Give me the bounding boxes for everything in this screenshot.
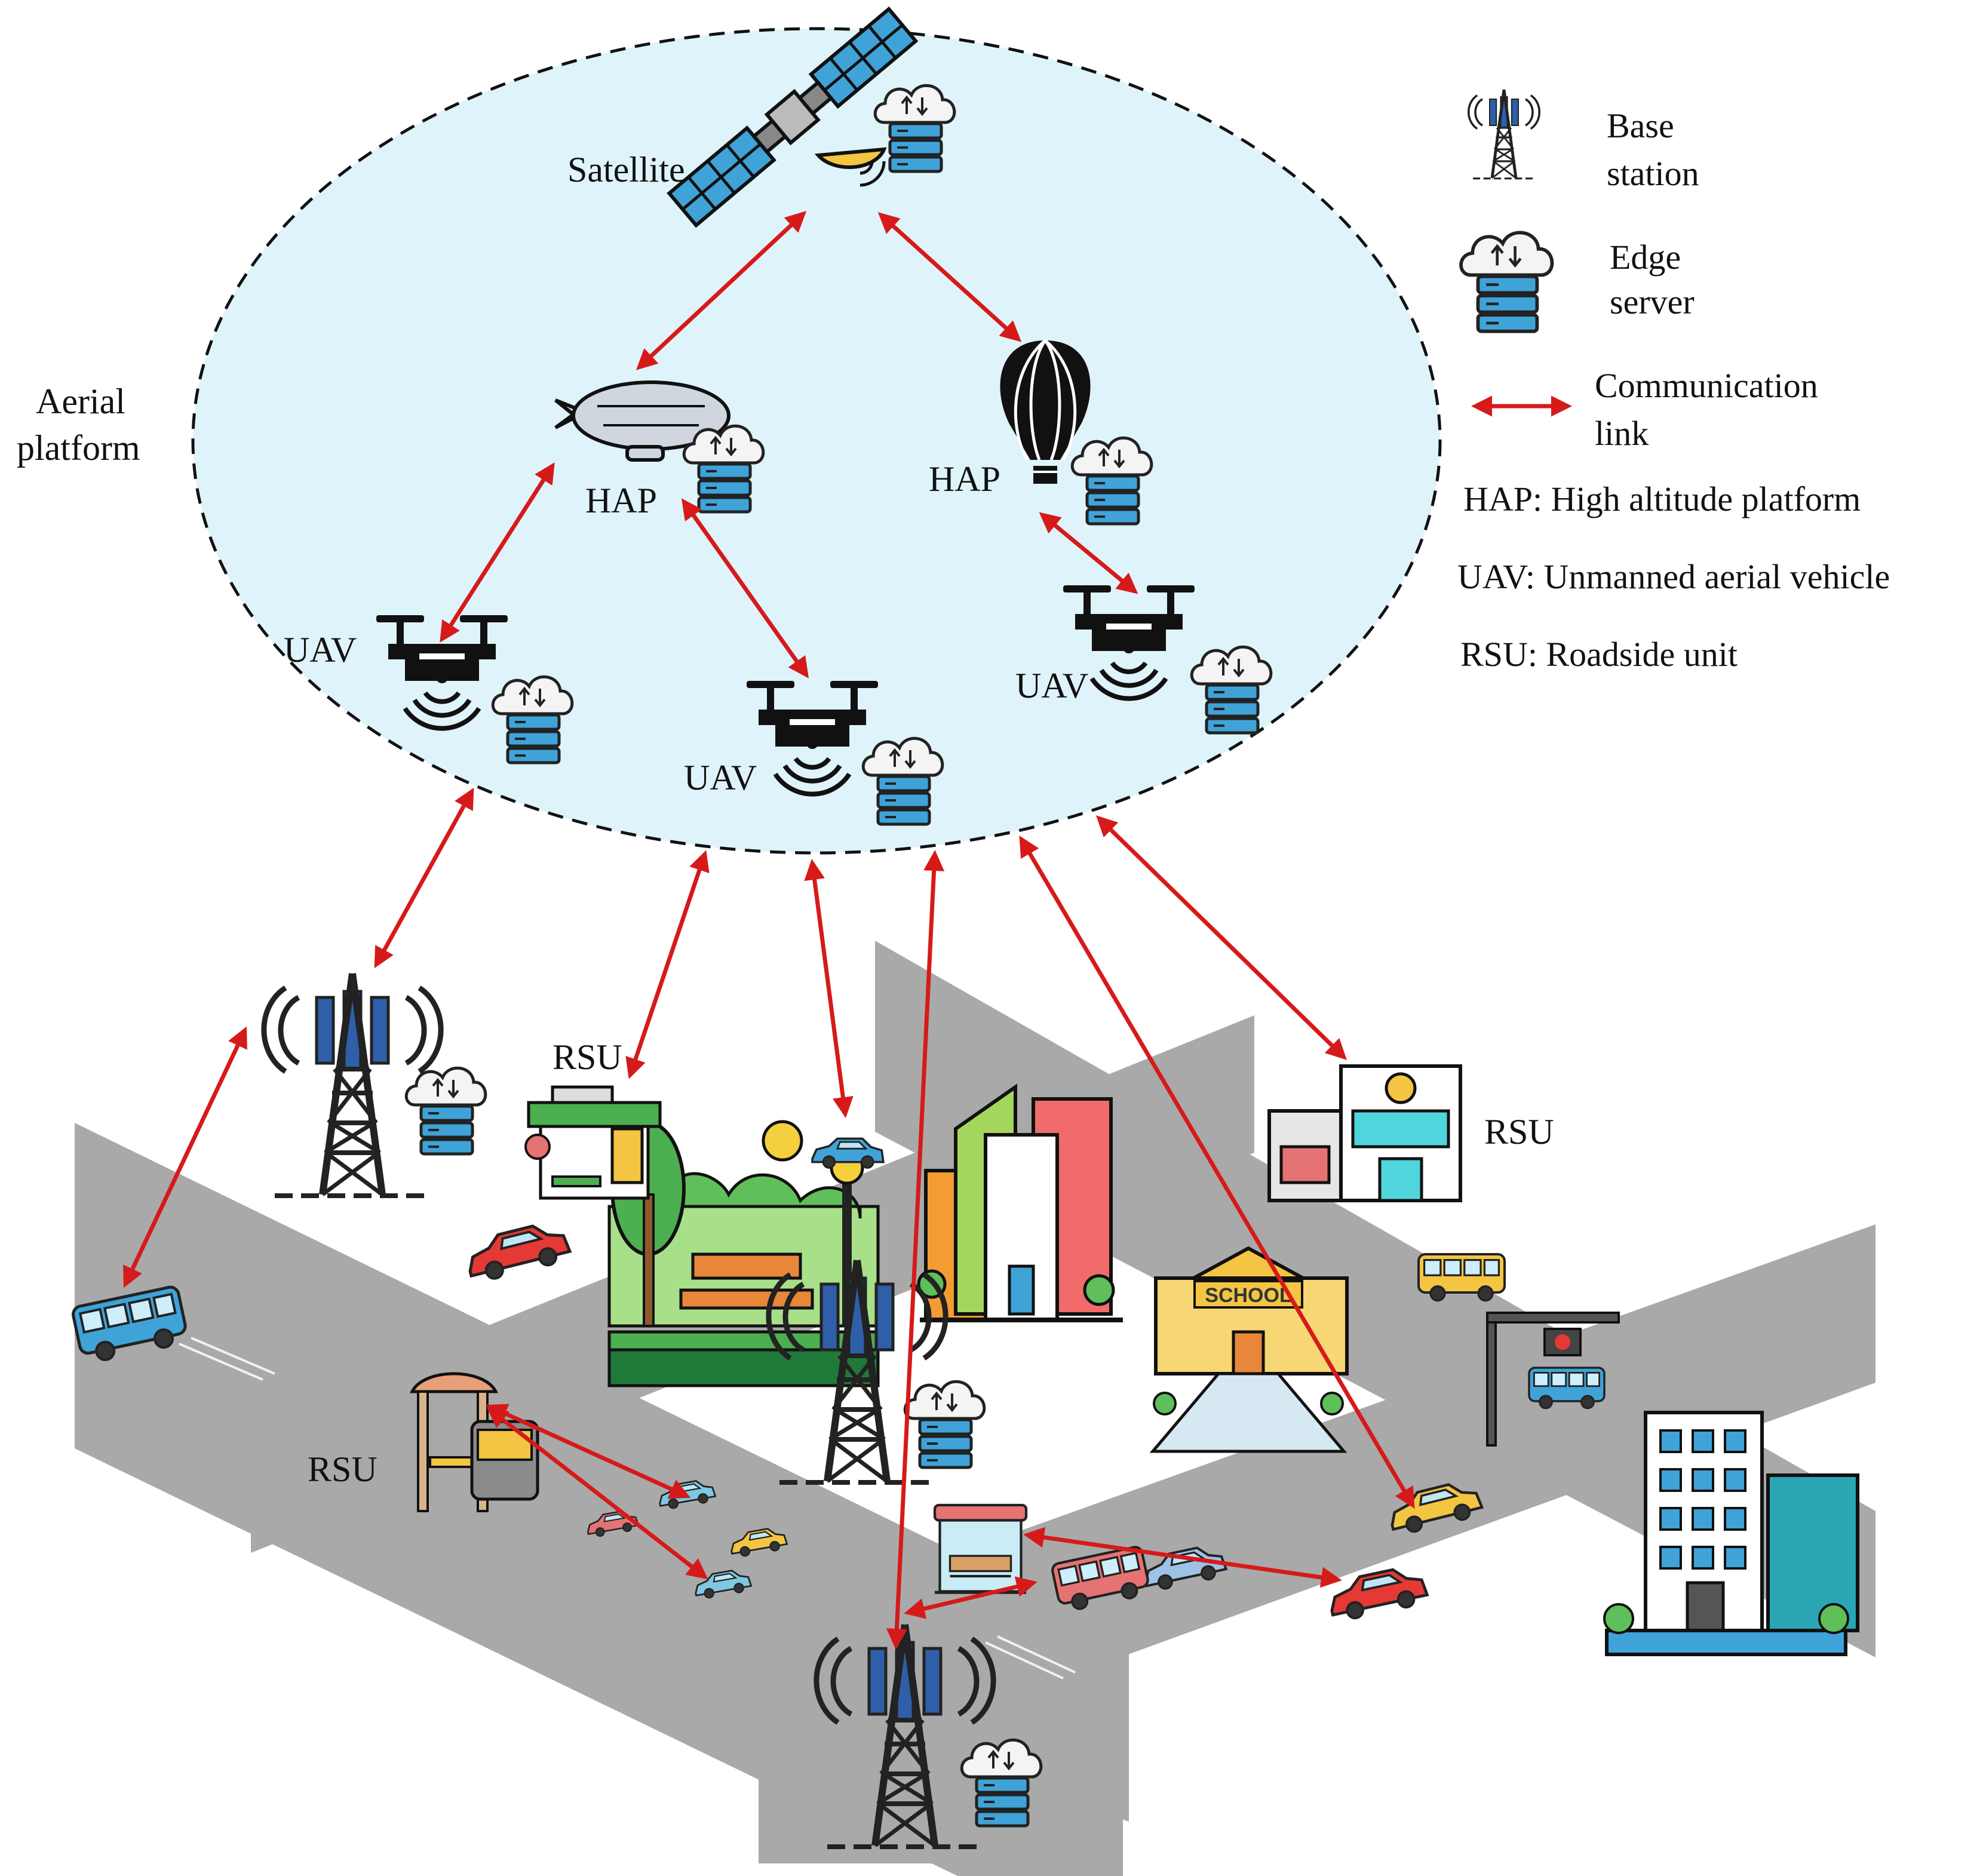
satellite-icon bbox=[667, 6, 919, 228]
legend-comm-link: Communication link bbox=[1471, 366, 1818, 453]
bus-icon bbox=[1419, 1254, 1505, 1301]
legend-rsu-definition: RSU: Roadside unit bbox=[1460, 635, 1738, 674]
bus-icon bbox=[470, 1420, 539, 1501]
uav-right-label: UAV bbox=[1015, 666, 1088, 705]
legend-comm-link-label-2: link bbox=[1595, 414, 1649, 453]
hap-right-label: HAP bbox=[929, 459, 1000, 499]
legend-base-station-label-2: station bbox=[1607, 154, 1699, 193]
legend-comm-link-label-1: Communication bbox=[1595, 366, 1818, 405]
aerial-platform-label-1: Aerial bbox=[36, 382, 125, 421]
uav-center-label: UAV bbox=[684, 758, 757, 797]
tower-icon bbox=[1469, 90, 1539, 179]
sun-icon bbox=[762, 1120, 803, 1162]
bus-stop-icon bbox=[935, 1505, 1026, 1592]
rsu-top-label: RSU bbox=[552, 1037, 622, 1077]
airship-icon bbox=[554, 380, 730, 462]
communication-links bbox=[123, 211, 1415, 1650]
uav-left-label: UAV bbox=[284, 630, 357, 670]
traffic-light-icon bbox=[1486, 1312, 1620, 1447]
legend-base-station: Base station bbox=[1469, 90, 1699, 193]
satellite-label: Satellite bbox=[567, 150, 685, 189]
legend-edge-server-label-1: Edge bbox=[1610, 238, 1681, 277]
rsu-right-label: RSU bbox=[1484, 1112, 1554, 1152]
rsu-left-label: RSU bbox=[308, 1450, 377, 1489]
school-sign: SCHOOL bbox=[1205, 1284, 1291, 1307]
edge-server-icon bbox=[406, 1068, 486, 1154]
legend-hap-definition: HAP: High altitude platform bbox=[1463, 480, 1861, 518]
rsu-station-building bbox=[1267, 1064, 1462, 1202]
legend-uav-definition: UAV: Unmanned aerial vehicle bbox=[1457, 557, 1890, 596]
bus-stop-icon bbox=[524, 1085, 662, 1200]
legend-edge-server-label-2: server bbox=[1610, 283, 1695, 321]
legend-edge-server: Edge server bbox=[1461, 232, 1695, 331]
legend: Base station Edge server Communication l… bbox=[1457, 90, 1890, 674]
balloon-icon bbox=[1000, 339, 1091, 484]
legend-base-station-label-1: Base bbox=[1607, 106, 1674, 145]
edge-server-icon bbox=[1461, 232, 1552, 331]
aerial-platform-label-2: platform bbox=[17, 428, 140, 468]
bus-icon bbox=[1528, 1367, 1606, 1410]
hap-left-label: HAP bbox=[585, 481, 657, 520]
car-icon bbox=[463, 1219, 572, 1284]
school-icon: SCHOOL bbox=[1149, 1246, 1349, 1453]
office-icon bbox=[1603, 1411, 1859, 1656]
edge-server-icon bbox=[905, 1381, 984, 1467]
